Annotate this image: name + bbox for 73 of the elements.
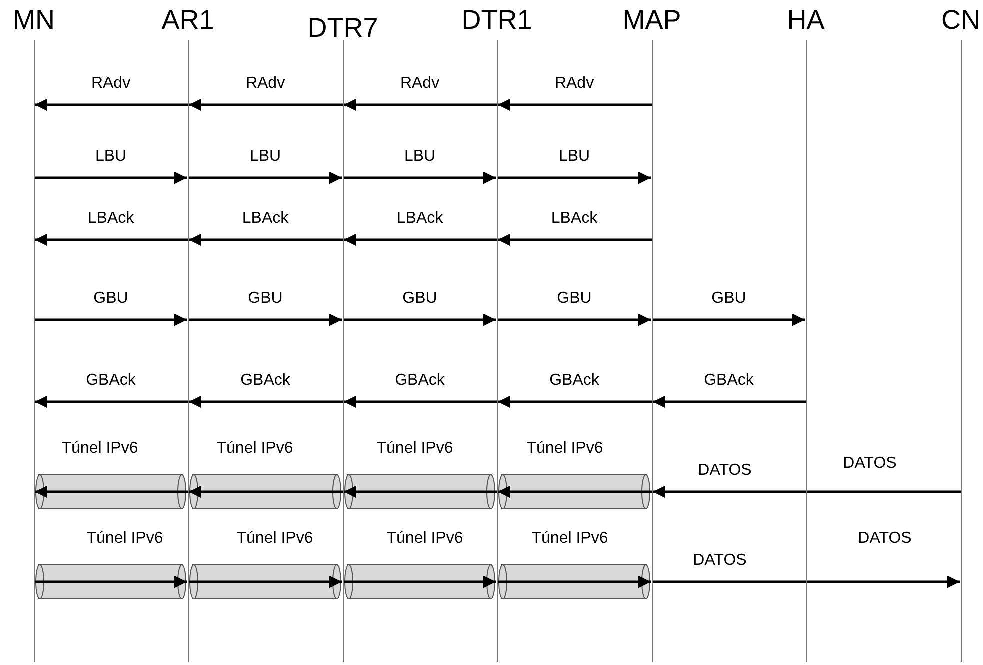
message-label: Túnel IPv6 (236, 530, 314, 548)
message-label: Túnel IPv6 (386, 530, 464, 548)
message-arrow (189, 234, 343, 246)
message-label: DATOS (693, 552, 747, 570)
message-label: GBU (712, 290, 746, 308)
message-label: LBU (95, 148, 127, 166)
message-arrow (344, 234, 497, 246)
message-arrow (189, 396, 343, 408)
participant-name: DTR1 (460, 4, 534, 36)
participant-name: CN (940, 4, 982, 36)
message-arrow (34, 576, 187, 588)
participant-name: DTR7 (306, 12, 380, 44)
message-arrow (189, 98, 343, 112)
message-label: GBU (248, 290, 283, 308)
message-arrow (498, 486, 652, 498)
message-arrow (34, 314, 187, 326)
message-label: LBAck (88, 210, 134, 228)
message-arrow (653, 396, 806, 408)
message-label: Túnel IPv6 (376, 440, 454, 458)
message-label: LBAck (396, 210, 444, 228)
message-label: GBAck (240, 372, 290, 390)
message-label: GBU (94, 290, 128, 308)
message-arrow (343, 172, 496, 184)
message-label: Túnel IPv6 (62, 440, 138, 458)
message-arrow (188, 172, 342, 184)
message-label: LBU (404, 148, 436, 166)
message-arrow (343, 576, 496, 588)
message-arrow (35, 98, 188, 112)
message-label: GBU (557, 290, 592, 308)
message-label: RAdv (400, 75, 440, 93)
message-label: Túnel IPv6 (532, 530, 608, 548)
message-arrow (35, 234, 188, 246)
message-label: Túnel IPv6 (86, 530, 164, 548)
message-arrow (497, 172, 651, 184)
message-arrow (35, 486, 188, 498)
participant-name: MAP (622, 4, 682, 36)
message-label: RAdv (246, 75, 286, 93)
message-arrow (497, 576, 651, 588)
message-arrow (344, 486, 497, 498)
message-arrow (498, 98, 652, 112)
participant-name: MN (12, 4, 56, 36)
message-arrow (344, 396, 497, 408)
message-arrow (34, 172, 187, 184)
participant-name: HA (786, 4, 826, 36)
message-label: GBAck (395, 372, 445, 390)
message-label: GBAck (86, 372, 136, 390)
message-label: Túnel IPv6 (526, 440, 604, 458)
message-arrow (498, 234, 652, 246)
message-arrow (188, 314, 342, 326)
message-label: LBAck (242, 210, 289, 228)
message-label: GBU (402, 290, 438, 308)
message-arrow (344, 98, 497, 112)
participant-name: AR1 (160, 4, 216, 36)
message-label: DATOS (843, 455, 897, 473)
message-arrow (653, 486, 961, 498)
message-label: GBAck (704, 372, 754, 390)
message-arrow (497, 314, 651, 326)
message-label: RAdv (91, 75, 131, 93)
message-label: RAdv (554, 75, 594, 93)
message-arrow (35, 396, 188, 408)
message-arrow (188, 576, 342, 588)
message-label: LBU (250, 148, 282, 166)
message-label: DATOS (858, 530, 912, 548)
message-arrow (652, 576, 960, 588)
message-arrow (652, 314, 805, 326)
message-arrow (343, 314, 496, 326)
message-label: LBAck (551, 210, 598, 228)
message-label: GBAck (550, 372, 600, 390)
message-label: Túnel IPv6 (216, 440, 294, 458)
message-arrow (189, 486, 343, 498)
message-arrow (498, 396, 652, 408)
message-label: LBU (558, 148, 590, 166)
message-label: DATOS (698, 462, 752, 480)
